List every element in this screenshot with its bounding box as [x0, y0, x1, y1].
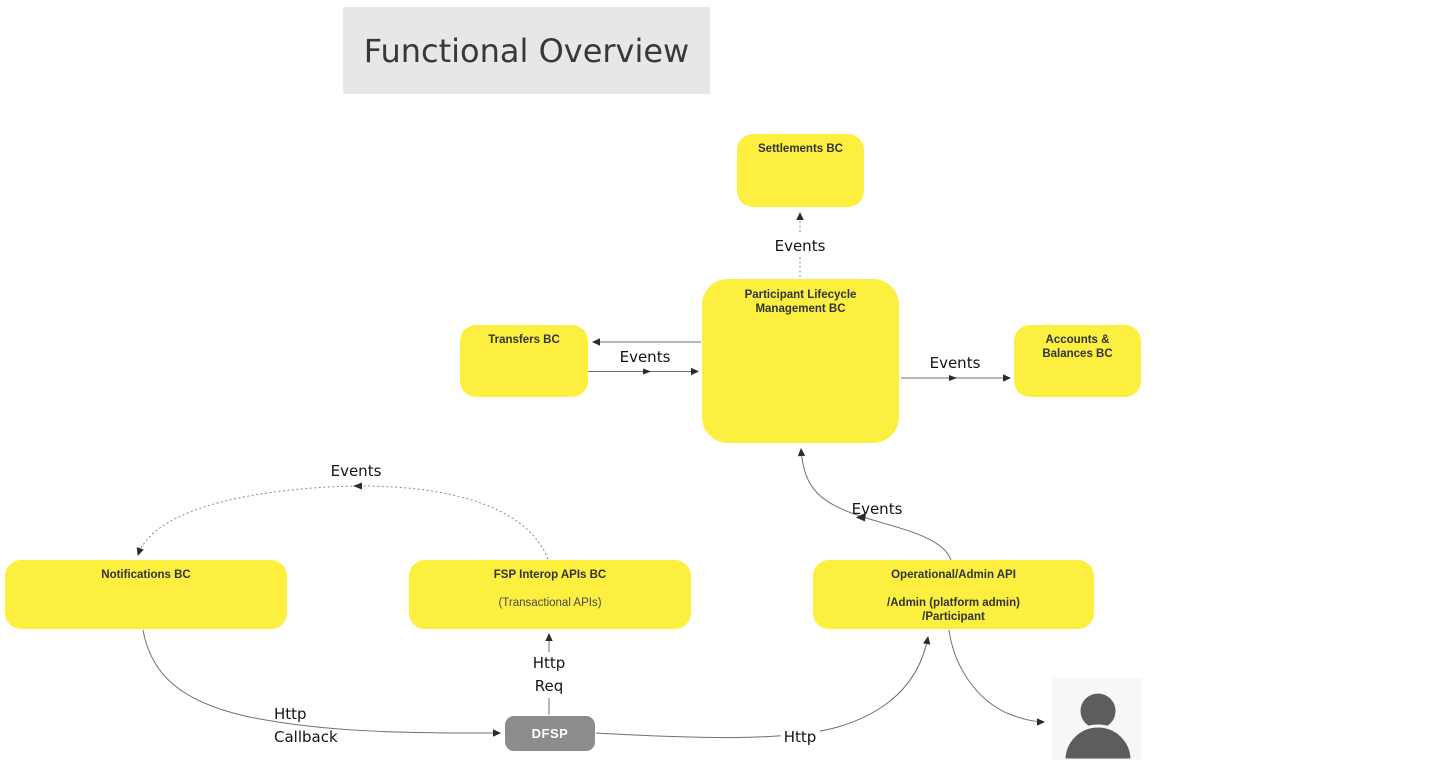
node-notifications-label: Notifications BC	[101, 569, 191, 581]
node-operational-admin-api: Operational/Admin API /Admin (platform a…	[813, 560, 1094, 629]
node-notifications-bc: Notifications BC	[5, 560, 287, 629]
node-participant-lifecycle-management-bc: Participant Lifecycle Management BC	[702, 279, 899, 443]
node-transfers-label: Transfers BC	[488, 334, 560, 346]
edge-notifications-to-dfsp	[142, 629, 501, 737]
page-title: Functional Overview	[343, 7, 710, 94]
node-fsp-label: FSP Interop APIs BC	[493, 569, 607, 581]
person-icon	[1062, 693, 1134, 760]
edge-dfsp-to-admin	[595, 636, 931, 739]
edge-label-plm-settlements-events: Events	[771, 235, 829, 257]
node-admin-sublabel-1: /Admin (platform admin)	[887, 597, 1020, 609]
node-admin-sublabel-2: /Participant	[922, 611, 985, 623]
edge-fsp-to-notifications	[136, 485, 549, 560]
edge-label-http-callback-line1: Http	[274, 705, 307, 723]
node-admin-label: Operational/Admin API	[891, 569, 1016, 581]
edge-mid-arrow	[949, 375, 957, 381]
node-plm-label: Participant Lifecycle Management BC	[744, 289, 857, 315]
edge-label-http-req-line2: Req	[534, 677, 564, 695]
node-accounts-balances-bc: Accounts & Balances BC	[1014, 325, 1141, 397]
edge-label-http-req-line1: Http	[532, 654, 566, 672]
edge-mid-arrow	[353, 482, 362, 490]
edge-mid-arrow	[643, 368, 651, 375]
edge-admin-to-user	[948, 629, 1045, 726]
node-dfsp: DFSP	[505, 716, 595, 751]
node-fsp-sublabel: (Transactional APIs)	[498, 597, 602, 609]
node-fsp-interop-apis-bc: FSP Interop APIs BC (Transactional APIs)	[409, 560, 691, 629]
edge-label-plm-accounts-events: Events	[929, 354, 981, 372]
edge-label-plm-transfers-events: Events	[619, 348, 671, 366]
node-accounts-label: Accounts & Balances BC	[1042, 334, 1113, 360]
node-settlements-label: Settlements BC	[758, 143, 843, 155]
node-transfers-bc: Transfers BC	[460, 325, 588, 397]
edge-label-http-callback-line2: Callback	[274, 728, 338, 746]
user-tile	[1052, 678, 1142, 760]
node-settlements-bc: Settlements BC	[737, 134, 864, 207]
edge-label-fsp-notifications-events: Events	[330, 462, 382, 480]
edge-mid-arrow	[856, 512, 866, 522]
edge-label-http-req: Http Req	[529, 652, 569, 698]
edge-label-admin-plm-events: Events	[851, 500, 903, 518]
edge-label-http: Http	[780, 726, 820, 748]
edge-label-http-callback: Http Callback	[274, 703, 338, 749]
node-dfsp-label: DFSP	[531, 726, 569, 741]
